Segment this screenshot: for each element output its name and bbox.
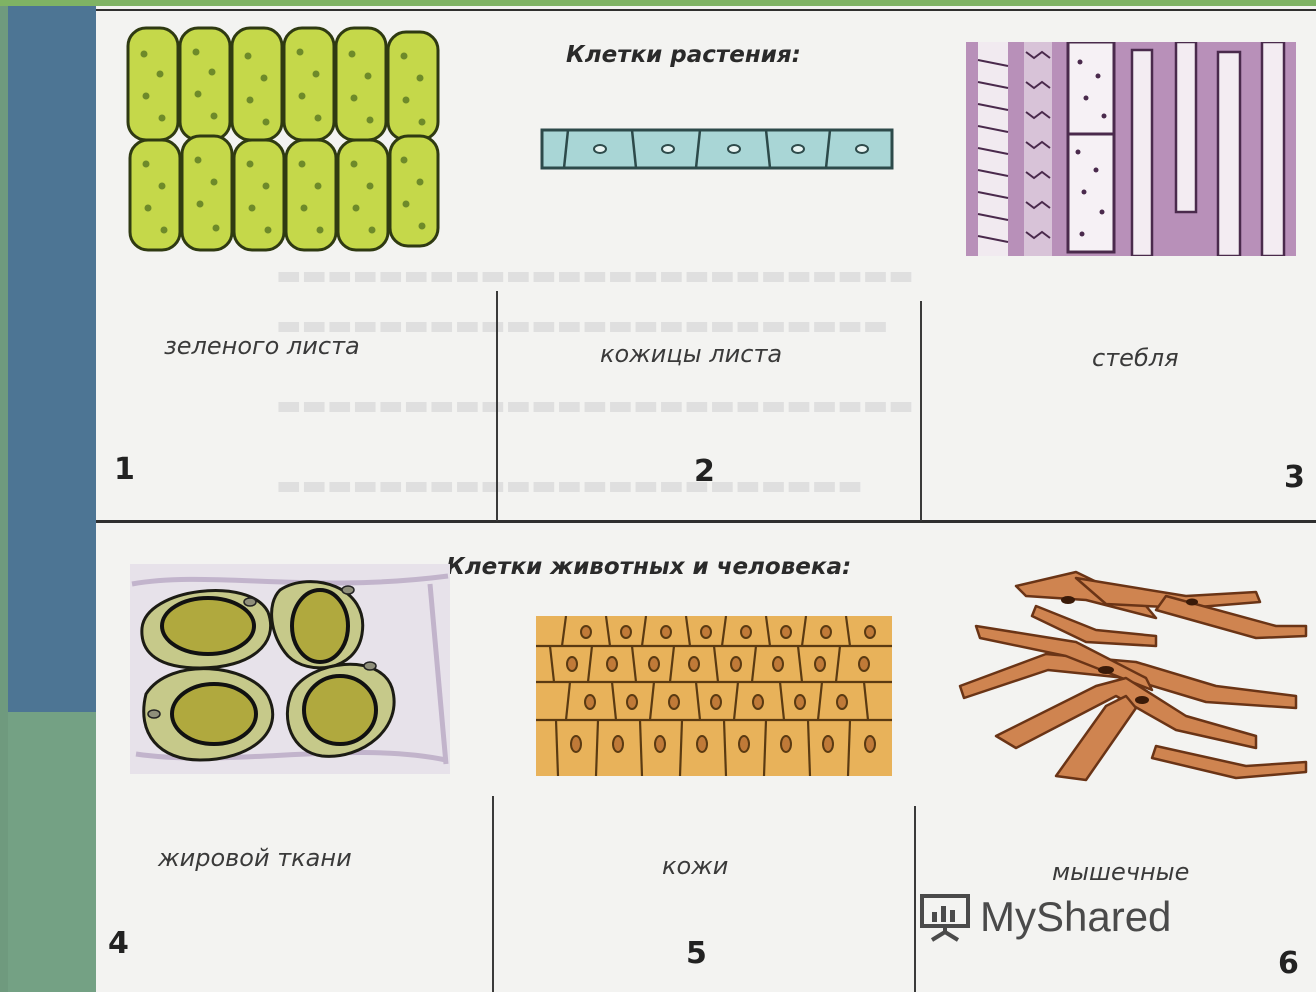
- plant-cells-heading: Клетки растения:: [566, 42, 801, 68]
- caption-stem: стебля: [1092, 344, 1179, 372]
- epidermis-cells-illustration: [540, 124, 896, 174]
- textbook-page: ▬▬▬▬▬▬▬▬▬▬▬▬▬▬▬▬▬▬▬▬▬▬▬▬▬ ▬▬▬▬▬▬▬▬▬▬▬▬▬▬…: [96, 6, 1316, 992]
- caption-leaf-epidermis: кожицы листа: [600, 340, 782, 368]
- bleed-texture: ▬▬▬▬▬▬▬▬▬▬▬▬▬▬▬▬▬▬▬▬▬▬▬▬: [276, 306, 888, 346]
- caption-skin: кожи: [662, 852, 728, 880]
- caption-muscle: мышечные: [1052, 858, 1189, 886]
- section-divider: [96, 520, 1316, 523]
- bleed-texture: ▬▬▬▬▬▬▬▬▬▬▬▬▬▬▬▬▬▬▬▬▬▬▬▬▬: [276, 386, 914, 426]
- number-4: 4: [108, 926, 129, 961]
- left-stripe-green: [8, 712, 96, 992]
- skin-cells-illustration: [536, 616, 892, 776]
- number-3: 3: [1284, 460, 1305, 495]
- myshared-watermark: MyShared: [916, 888, 1171, 946]
- number-5: 5: [686, 936, 707, 971]
- caption-fat-tissue: жировой ткани: [158, 844, 352, 872]
- watermark-brand-text: MyShared: [980, 893, 1171, 941]
- column-divider-1: [496, 291, 498, 521]
- bleed-texture: ▬▬▬▬▬▬▬▬▬▬▬▬▬▬▬▬▬▬▬▬▬▬▬: [276, 466, 863, 506]
- presentation-board-icon: [916, 888, 974, 946]
- animal-cells-heading: Клетки животных и человека:: [446, 554, 851, 580]
- column-divider-3: [492, 796, 494, 992]
- number-6: 6: [1278, 946, 1299, 981]
- number-2: 2: [694, 454, 715, 489]
- caption-green-leaf: зеленого листа: [164, 332, 360, 360]
- fat-cells-illustration: [130, 564, 450, 774]
- muscle-cells-illustration: [956, 566, 1312, 784]
- stem-cells-illustration: [966, 42, 1296, 256]
- bleed-texture: ▬▬▬▬▬▬▬▬▬▬▬▬▬▬▬▬▬▬▬▬▬▬▬▬▬: [276, 256, 914, 296]
- top-rule: [96, 9, 1316, 11]
- number-1: 1: [114, 452, 135, 487]
- leaf-cells-illustration: [124, 24, 444, 256]
- column-divider-2: [920, 301, 922, 521]
- left-stripe-blue: [8, 6, 96, 712]
